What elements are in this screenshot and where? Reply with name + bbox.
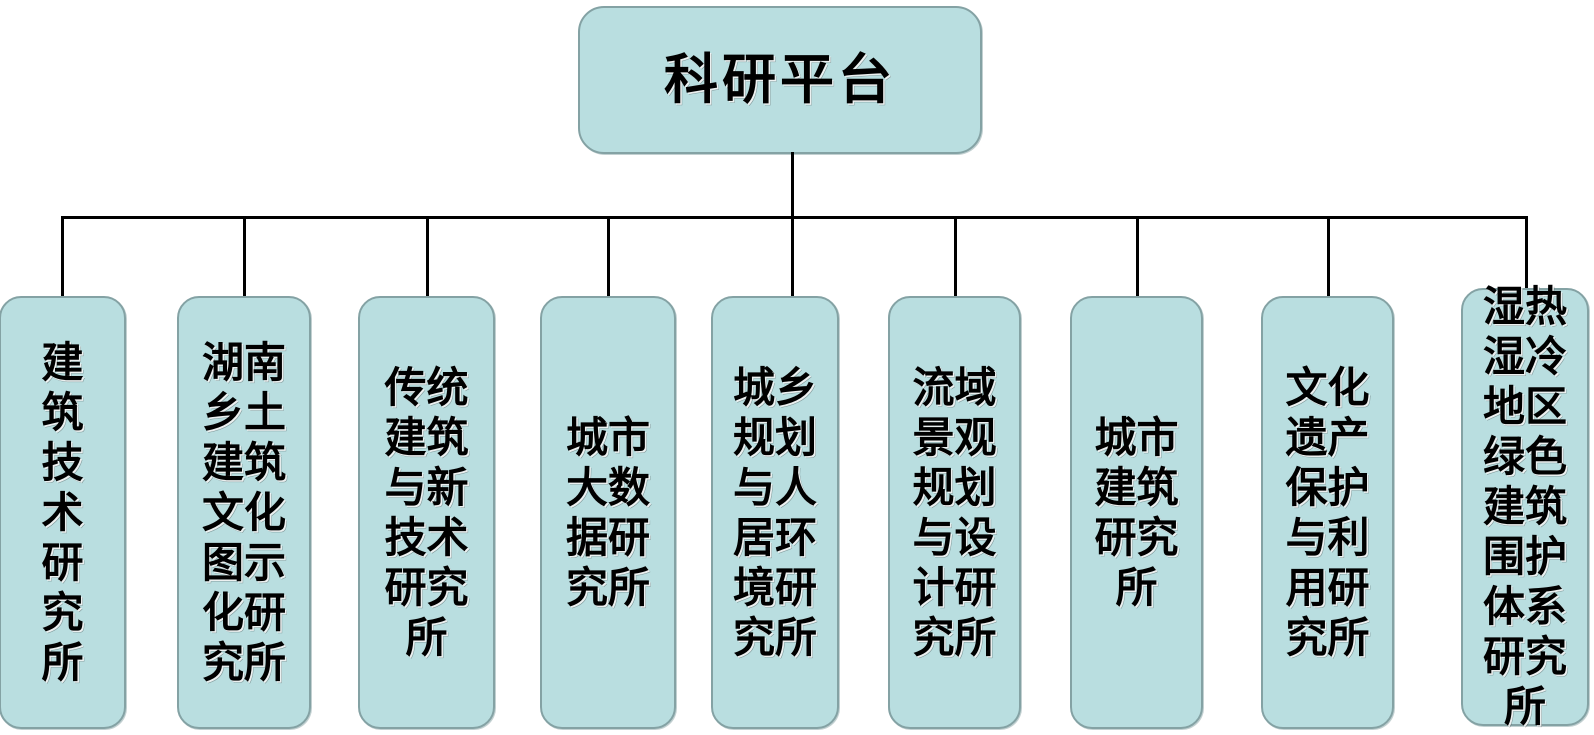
connector-horizontal-bus <box>62 216 1528 219</box>
node-label-line: 文化 <box>1285 362 1370 412</box>
node-label-line: 研究 <box>1094 512 1179 562</box>
node-child-1[interactable]: 建筑技术研究所 <box>0 296 126 729</box>
node-label-line: 规划 <box>732 412 817 462</box>
node-child-5[interactable]: 城乡规划与人居环境研究所 <box>711 296 839 729</box>
node-child-9-label: 湿热湿冷地区绿色建筑围护体系研究所 <box>1463 282 1587 731</box>
node-label-line: 化研 <box>201 587 286 637</box>
node-label-line: 传统 <box>384 362 469 412</box>
node-child-8-label: 文化遗产保护与利用研究所 <box>1263 298 1392 727</box>
node-child-4[interactable]: 城市大数据研究所 <box>540 296 676 729</box>
node-label-line: 究所 <box>912 612 997 662</box>
node-label-line: 城市 <box>565 412 650 462</box>
node-label-line: 用研 <box>1285 562 1370 612</box>
node-label-line: 所 <box>41 637 84 687</box>
node-label-line: 研究 <box>384 562 469 612</box>
node-label-line: 究所 <box>565 562 650 612</box>
node-label-line: 湿热 <box>1482 282 1567 331</box>
node-child-5-label: 城乡规划与人居环境研究所 <box>713 298 837 727</box>
node-child-7-label: 城市建筑研究所 <box>1072 298 1201 727</box>
node-label-line: 技 <box>41 437 84 487</box>
node-root-research-platform[interactable]: 科研平台 <box>578 6 982 154</box>
node-label-line: 研究 <box>1482 632 1567 681</box>
node-label-line: 体系 <box>1482 582 1567 631</box>
node-child-3[interactable]: 传统建筑与新技术研究所 <box>358 296 495 729</box>
node-label-line: 景观 <box>912 412 997 462</box>
connector-drop-9 <box>1525 216 1528 289</box>
node-label-line: 与新 <box>384 462 469 512</box>
node-label-line: 遗产 <box>1285 412 1370 462</box>
node-label-line: 湖南 <box>201 337 286 387</box>
node-label-line: 与利 <box>1285 512 1370 562</box>
node-label-line: 究所 <box>1285 612 1370 662</box>
connector-drop-3 <box>426 216 429 297</box>
node-label-line: 湿冷 <box>1482 332 1567 381</box>
node-label-line: 建 <box>41 337 84 387</box>
node-label-line: 居环 <box>732 512 817 562</box>
node-label-line: 究所 <box>201 637 286 687</box>
node-label-line: 围护 <box>1482 532 1567 581</box>
node-label-line: 究 <box>41 587 84 637</box>
node-root-label: 科研平台 <box>664 48 896 111</box>
node-child-3-label: 传统建筑与新技术研究所 <box>360 298 493 727</box>
node-label-line: 计研 <box>912 562 997 612</box>
node-label-line: 筑 <box>41 387 84 437</box>
connector-root-stem <box>791 152 794 219</box>
node-label-line: 大数 <box>565 462 650 512</box>
node-label-line: 图示 <box>201 537 286 587</box>
connector-drop-2 <box>243 216 246 297</box>
node-label-line: 文化 <box>201 487 286 537</box>
node-child-4-label: 城市大数据研究所 <box>542 298 674 727</box>
node-label-line: 与人 <box>732 462 817 512</box>
connector-drop-5 <box>791 216 794 297</box>
node-label-line: 建筑 <box>384 412 469 462</box>
connector-drop-8 <box>1327 216 1330 297</box>
node-child-2-label: 湖南乡土建筑文化图示化研究所 <box>179 298 309 727</box>
node-label-line: 城市 <box>1094 412 1179 462</box>
node-label-line: 规划 <box>912 462 997 512</box>
node-label-line: 保护 <box>1285 462 1370 512</box>
node-label-line: 城乡 <box>732 362 817 412</box>
node-label-line: 建筑 <box>201 437 286 487</box>
node-label-line: 技术 <box>384 512 469 562</box>
connector-drop-4 <box>607 216 610 297</box>
node-child-2[interactable]: 湖南乡土建筑文化图示化研究所 <box>177 296 311 729</box>
node-label-line: 所 <box>1115 562 1158 612</box>
node-label-line: 研 <box>41 537 84 587</box>
node-label-line: 据研 <box>565 512 650 562</box>
node-label-line: 流域 <box>912 362 997 412</box>
node-label-line: 境研 <box>732 562 817 612</box>
node-child-8[interactable]: 文化遗产保护与利用研究所 <box>1261 296 1394 729</box>
node-child-7[interactable]: 城市建筑研究所 <box>1070 296 1203 729</box>
node-label-line: 所 <box>405 612 448 662</box>
node-label-line: 地区 <box>1482 382 1567 431</box>
node-label-line: 究所 <box>732 612 817 662</box>
node-child-1-label: 建筑技术研究所 <box>1 298 124 727</box>
connector-drop-1 <box>61 216 64 297</box>
connector-drop-7 <box>1136 216 1139 297</box>
connector-drop-6 <box>954 216 957 297</box>
node-label-line: 所 <box>1503 682 1546 731</box>
node-child-9[interactable]: 湿热湿冷地区绿色建筑围护体系研究所 <box>1461 282 1589 731</box>
node-label-line: 绿色 <box>1482 432 1567 481</box>
node-child-6[interactable]: 流域景观规划与设计研究所 <box>888 296 1021 729</box>
node-label-line: 建筑 <box>1482 482 1567 531</box>
node-label-line: 建筑 <box>1094 462 1179 512</box>
node-label-line: 术 <box>41 487 84 537</box>
node-label-line: 乡土 <box>201 387 286 437</box>
node-child-6-label: 流域景观规划与设计研究所 <box>890 298 1019 727</box>
node-label-line: 与设 <box>912 512 997 562</box>
